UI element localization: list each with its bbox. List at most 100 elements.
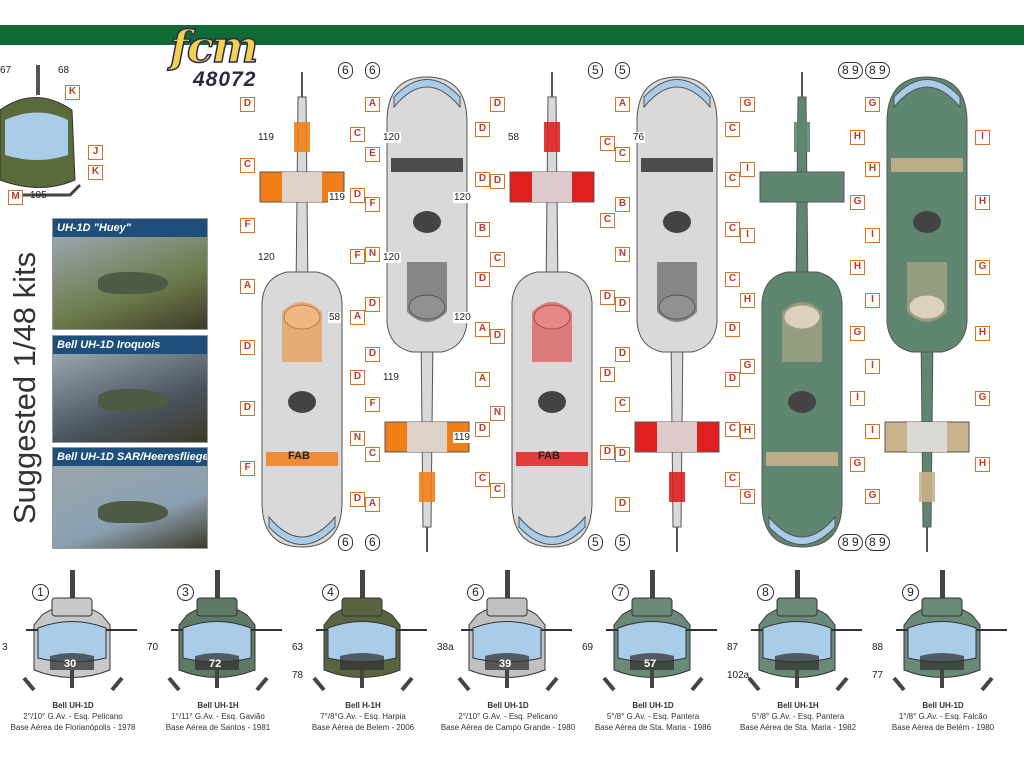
decal-callout: D bbox=[490, 174, 505, 190]
decal-callout: C bbox=[725, 272, 740, 287]
kit-box-3[interactable]: Bell UH-1D SAR/Heeresflieger bbox=[52, 447, 208, 549]
decal-callout: D bbox=[615, 347, 630, 362]
decal-callout: D bbox=[600, 290, 615, 306]
fcm-logo: fcm 48072 bbox=[165, 21, 300, 92]
decal-callout: G bbox=[865, 489, 880, 505]
helicopter-illustration bbox=[98, 272, 168, 294]
decal-callout: H bbox=[850, 260, 865, 276]
decal-callout: F bbox=[240, 218, 255, 234]
decal-callout: A bbox=[240, 279, 255, 295]
serial-marking: FAB bbox=[288, 450, 310, 462]
decal-callout: I bbox=[865, 227, 880, 243]
decal-callout: D bbox=[240, 400, 255, 416]
decal-number: 120 bbox=[382, 132, 401, 143]
decal-number: 105 bbox=[30, 190, 47, 201]
decal-callout: G bbox=[975, 391, 990, 407]
caption-unit: 2°/10° G.Av. - Esq. Pelicano bbox=[458, 712, 558, 721]
helicopter-front-view bbox=[892, 570, 1007, 692]
decal-callout: C bbox=[240, 157, 255, 173]
decal-callout: H bbox=[865, 162, 880, 178]
decal-callout: F bbox=[365, 397, 380, 412]
decal-callout: G bbox=[740, 97, 755, 112]
kit-box-art bbox=[53, 354, 207, 442]
caption-model: Bell UH-1D bbox=[922, 701, 964, 710]
product-code: 48072 bbox=[193, 68, 257, 91]
scheme-number: 5 bbox=[615, 62, 630, 79]
helicopter-top-view bbox=[634, 76, 720, 552]
decal-number: 119 bbox=[453, 432, 471, 443]
decal-callout: C bbox=[615, 397, 630, 412]
decal-callout: D bbox=[725, 372, 740, 387]
decal-callout: F bbox=[350, 248, 365, 264]
logo-brand: fcm bbox=[169, 21, 259, 74]
decal-callout: D bbox=[725, 322, 740, 337]
decal-callout: D bbox=[475, 272, 490, 287]
caption-base: Base Aérea de Sta. Maria - 1986 bbox=[594, 723, 712, 732]
caption-base: Base Aérea de Campo Grande - 1980 bbox=[440, 723, 576, 732]
decal-number: 67 bbox=[0, 65, 12, 76]
caption-base: Base Aérea de Belém - 1980 bbox=[891, 723, 995, 732]
decal-callout: D bbox=[490, 97, 505, 112]
nose-code: 72 bbox=[209, 658, 222, 670]
caption-model: Bell UH-1D bbox=[632, 701, 674, 710]
caption-unit: 7°/8°G.Av. - Esq. Harpia bbox=[320, 712, 406, 721]
caption-unit: 2°/10° G.Av. - Esq. Pelicano bbox=[23, 712, 123, 721]
decal-callout: C bbox=[600, 212, 615, 228]
side-code: 3 bbox=[2, 642, 8, 653]
helicopter-front-view bbox=[747, 570, 862, 692]
decal-callout: D bbox=[240, 339, 255, 355]
decal-number: 120 bbox=[453, 312, 472, 323]
decal-callout: D bbox=[475, 422, 490, 437]
side-code: 87 bbox=[727, 642, 739, 653]
decal-callout: E bbox=[365, 147, 380, 162]
kit-box-2[interactable]: Bell UH-1D Iroquois bbox=[52, 335, 208, 443]
decal-callout: A bbox=[365, 97, 380, 112]
decal-callout: D bbox=[615, 297, 630, 312]
decal-callout: C bbox=[615, 147, 630, 162]
scheme-number-bottom: 8 9 bbox=[865, 534, 890, 551]
decal-callout: D bbox=[475, 172, 490, 187]
decal-number: 58 bbox=[328, 312, 342, 323]
decal-callout: D bbox=[350, 188, 365, 204]
caption-base: Base Aérea de Belem - 2006 bbox=[311, 723, 415, 732]
helicopter-top-view bbox=[509, 72, 595, 548]
decal-callout: H bbox=[740, 423, 755, 439]
scheme-number: 6 bbox=[467, 584, 484, 601]
kit-box-1[interactable]: UH-1D "Huey" bbox=[52, 218, 208, 330]
decal-number: 119 bbox=[382, 372, 400, 383]
decal-callout: H bbox=[975, 195, 990, 211]
scheme-number: 7 bbox=[612, 584, 629, 601]
decal-callout: N bbox=[615, 247, 630, 262]
decal-callout: G bbox=[850, 195, 865, 211]
side-code: 38a bbox=[437, 642, 454, 653]
caption-model: Bell UH-1D bbox=[487, 701, 529, 710]
caption-model: Bell UH-1D bbox=[52, 701, 94, 710]
helicopter-top-view bbox=[884, 76, 970, 552]
scheme-number: 8 9 bbox=[838, 62, 863, 79]
scheme-number: 4 bbox=[322, 584, 339, 601]
caption-base: Base Aérea de Florianópolis - 1978 bbox=[10, 723, 136, 732]
decal-callout: F bbox=[365, 197, 380, 212]
scheme-number: 8 9 bbox=[865, 62, 890, 79]
decal-callout: C bbox=[490, 251, 505, 267]
scheme-number-bottom: 6 bbox=[338, 534, 353, 551]
kit-box-art bbox=[53, 237, 207, 329]
caption-base: Base Aérea de Sta. Maria - 1982 bbox=[739, 723, 857, 732]
decal-callout: B bbox=[475, 222, 490, 237]
decal-callout: H bbox=[850, 129, 865, 145]
side-code: 88 bbox=[872, 642, 884, 653]
scheme-number: 5 bbox=[588, 62, 603, 79]
scheme-number: 3 bbox=[177, 584, 194, 601]
decal-number: 68 bbox=[58, 65, 70, 76]
serial-marking: FAB bbox=[538, 450, 560, 462]
decal-callout: F bbox=[240, 461, 255, 477]
decal-callout: I bbox=[740, 227, 755, 243]
helicopter-front-partial bbox=[0, 65, 82, 197]
caption-unit: 1°/8° G.Av. - Esq. Falcão bbox=[898, 712, 988, 721]
